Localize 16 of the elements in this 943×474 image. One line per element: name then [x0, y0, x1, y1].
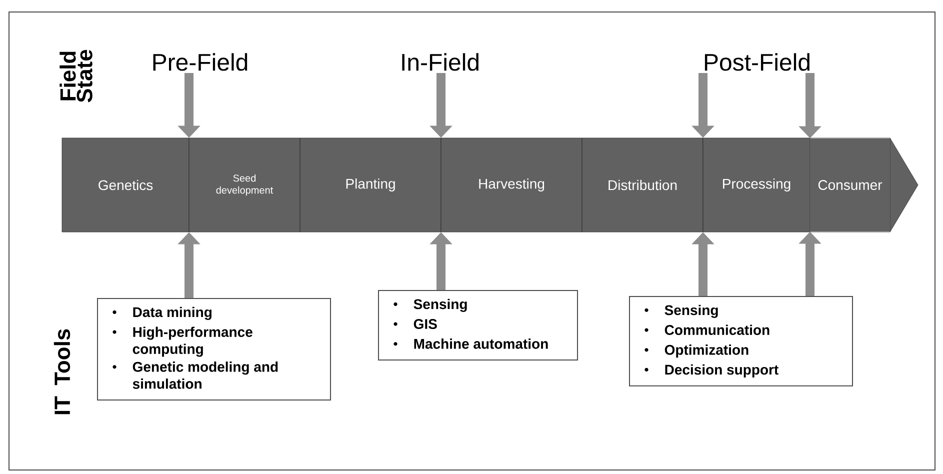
phase-label: Pre-Field — [153, 53, 248, 71]
phase-label: In-Field — [402, 53, 478, 71]
stage-segment: Genetics — [62, 138, 190, 232]
stage-segment: Planting — [300, 138, 442, 232]
side-label: IT Tools — [54, 329, 70, 414]
stage-segment: Distribution — [582, 138, 704, 232]
tool-list-box: Data mining High-performance computing Genetic modeling and simulation — [97, 298, 331, 401]
phase-label: Post-Field — [704, 53, 810, 71]
side-label: Field State — [60, 50, 92, 102]
tool-list-box: Sensing GIS Machine automation — [378, 290, 578, 361]
tool-list-box: Sensing Communication Optimization Decision support — [629, 296, 853, 386]
stage-segment: Consumer — [810, 138, 918, 232]
stage-segment: Harvesting — [440, 138, 582, 232]
stage-segment: Processing — [702, 138, 810, 232]
stage-segment: Seed development — [188, 138, 300, 232]
node-label: Consumer — [818, 180, 882, 190]
